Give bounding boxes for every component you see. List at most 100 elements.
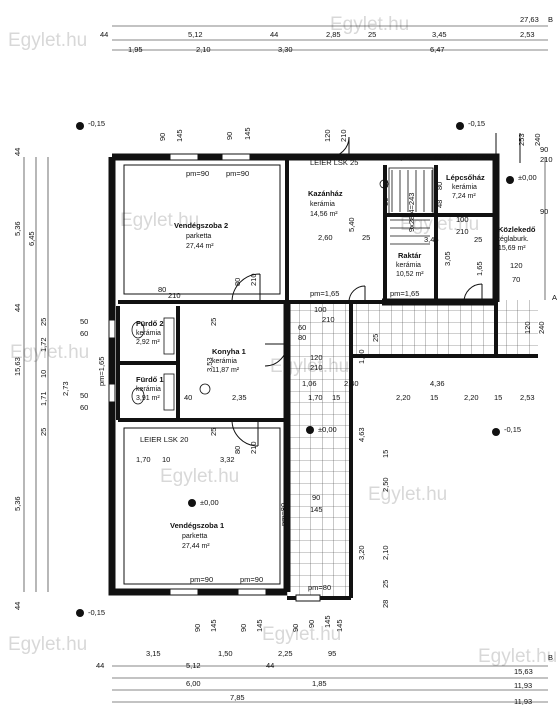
dim-text: 2,10	[381, 545, 390, 560]
dim-text: 2,53	[520, 30, 535, 39]
tiled-corridor-vertical	[287, 302, 351, 598]
dim-text: 70	[512, 275, 520, 284]
dim-text: 1,70	[308, 393, 323, 402]
toilet-icon	[131, 387, 145, 405]
dim-text: 145	[335, 619, 344, 632]
room-labels: Vendégszoba 2 parketta 27,44 m² Kazánház…	[136, 173, 536, 550]
windows	[108, 153, 321, 602]
door-raktar	[463, 283, 483, 303]
dim-text: 2,85	[326, 30, 341, 39]
room-name: Fürdő 1	[136, 375, 164, 384]
dim-text: 210	[249, 273, 258, 286]
level-text: -0,15	[88, 119, 105, 128]
level-marker-icon	[188, 499, 196, 507]
room-floor: kerámia	[136, 386, 161, 393]
watermark: Egylet.hu	[8, 30, 87, 51]
dim-text: 1,50	[218, 649, 233, 658]
dim-text: 11,93	[514, 681, 532, 690]
room-floor: kerámia	[452, 184, 477, 191]
dim-text: 6,45	[27, 231, 36, 246]
dim-text: 5,40	[347, 217, 356, 232]
room-area: 11,87 m²	[212, 367, 240, 374]
dim-text: 145	[209, 619, 218, 632]
dim-text: 90	[291, 624, 300, 632]
dim-text: 44	[100, 30, 108, 39]
dim-text: 15	[381, 450, 390, 458]
dim-text: 40	[184, 393, 192, 402]
level-text: ±0,00	[518, 173, 537, 182]
dim-text: 44	[13, 148, 22, 156]
dim-text: 27,63	[520, 15, 539, 24]
dim-text: 240	[537, 321, 546, 334]
shower-icon	[163, 373, 175, 411]
dim-text: 90	[225, 132, 234, 140]
room-area: 10,52 m²	[396, 271, 424, 278]
room-outlines	[123, 164, 281, 585]
stair-treads-lower	[390, 219, 430, 245]
dim-text: 6,00	[186, 679, 201, 688]
watermark: Egylet.hu	[400, 214, 479, 235]
dim-text: 2,20	[464, 393, 479, 402]
section-label: A	[552, 293, 557, 302]
level-text: ±0,00	[200, 498, 219, 507]
room-area: 15,69 m²	[498, 245, 526, 252]
dim-text: 15	[332, 393, 340, 402]
room-area: 2,92 m²	[136, 339, 160, 346]
dim-text: 253	[517, 133, 526, 146]
dim-text: 2,20	[396, 393, 411, 402]
dim-text: 25	[381, 580, 390, 588]
sill-height: pm=1,65	[310, 289, 339, 298]
dim-text: 5,12	[188, 30, 203, 39]
dim-text: 6,47	[430, 45, 445, 54]
dim-text: 145	[255, 619, 264, 632]
stairs-note: 6x27=162	[434, 153, 467, 162]
dim-text: 240	[533, 133, 542, 146]
room-name: Raktár	[398, 251, 421, 260]
dim-text: 44	[13, 602, 22, 610]
watermark: Egylet.hu	[478, 646, 557, 667]
dim-text: 3,05	[443, 251, 452, 266]
dim-text: 1,24	[396, 153, 411, 162]
dim-text: 80	[298, 333, 306, 342]
dim-text: 2,40	[344, 379, 359, 388]
dim-text: 44	[270, 30, 278, 39]
dim-text: 1,70	[136, 455, 151, 464]
window	[169, 588, 199, 596]
watermark-layer: Egylet.hu Egylet.hu Egylet.hu Egylet.hu …	[8, 14, 557, 667]
dim-text: 95	[328, 649, 336, 658]
dim-text: 25	[368, 30, 376, 39]
dim-text: 145	[175, 129, 184, 142]
room-name: Konyha 1	[212, 347, 246, 356]
dim-text: 50	[80, 391, 88, 400]
toilet-icon	[131, 321, 145, 339]
room-name: Közlekedő	[498, 225, 536, 234]
dim-text: 1,06	[302, 379, 317, 388]
dim-text: 90	[158, 133, 167, 141]
stair-treads-upper	[391, 170, 433, 212]
dim-text: 2,25	[278, 649, 293, 658]
window	[221, 153, 251, 161]
stairs-note: 9x28,4=243	[407, 193, 416, 232]
dim-text: 50	[80, 317, 88, 326]
tiled-corridor-horizontal	[351, 302, 496, 356]
sill-height: pm=90	[190, 575, 213, 584]
dim-text: 80	[435, 182, 444, 190]
dim-text: 25	[39, 428, 48, 436]
room-floor: parketta	[186, 233, 211, 240]
dim-text: 25	[39, 318, 48, 326]
room-area: 3,91 m²	[136, 395, 160, 402]
watermark: Egylet.hu	[262, 624, 341, 645]
dim-text: 1,71	[39, 391, 48, 406]
dim-text: 15,63	[514, 667, 533, 676]
dim-text: 5,36	[13, 496, 22, 511]
sill-height: pm=80	[308, 583, 331, 592]
dim-text: 210	[540, 155, 553, 164]
dim-text: 2,60	[318, 233, 333, 242]
level-markers	[76, 122, 514, 617]
room-name: Vendégszoba 1	[170, 521, 224, 530]
dim-text: 59	[482, 153, 490, 162]
window	[108, 383, 116, 403]
dimension-lines	[23, 25, 548, 703]
room-name: Lépcsőház	[446, 173, 485, 182]
dim-text: 44	[96, 661, 104, 670]
